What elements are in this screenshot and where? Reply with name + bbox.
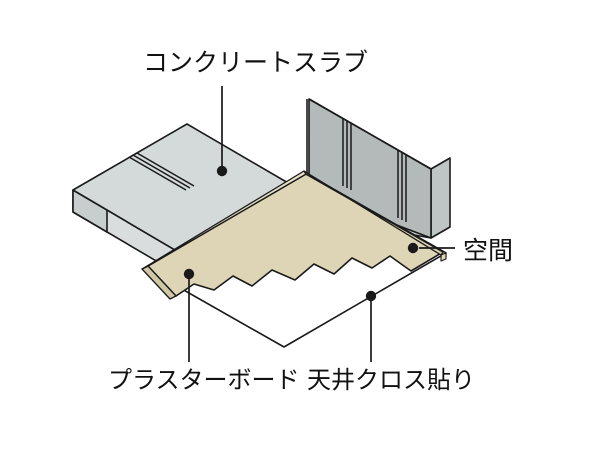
ceiling-panel-right-edge-band bbox=[440, 252, 447, 262]
plaster-board-surface bbox=[147, 173, 444, 297]
plaster-board-right-edge-sliver bbox=[303, 170, 444, 256]
label-void-space: 空間 bbox=[463, 237, 513, 265]
label-plaster-board: プラスターボード bbox=[108, 367, 300, 394]
dot-void-space bbox=[407, 242, 419, 254]
dot-concrete-slab bbox=[216, 165, 228, 177]
dot-ceiling-cloth bbox=[365, 290, 377, 302]
slab-right-end-cap bbox=[430, 157, 451, 239]
ceiling-panel-group bbox=[141, 170, 447, 348]
leader-dots-group bbox=[183, 165, 419, 302]
leader-lines-group bbox=[188, 86, 455, 362]
label-ceiling-cloth: 天井クロス貼り bbox=[307, 367, 475, 394]
slab-right-top-outline bbox=[308, 98, 432, 170]
dot-plaster-board bbox=[183, 268, 195, 280]
label-concrete-slab: コンクリートスラブ bbox=[143, 49, 368, 77]
